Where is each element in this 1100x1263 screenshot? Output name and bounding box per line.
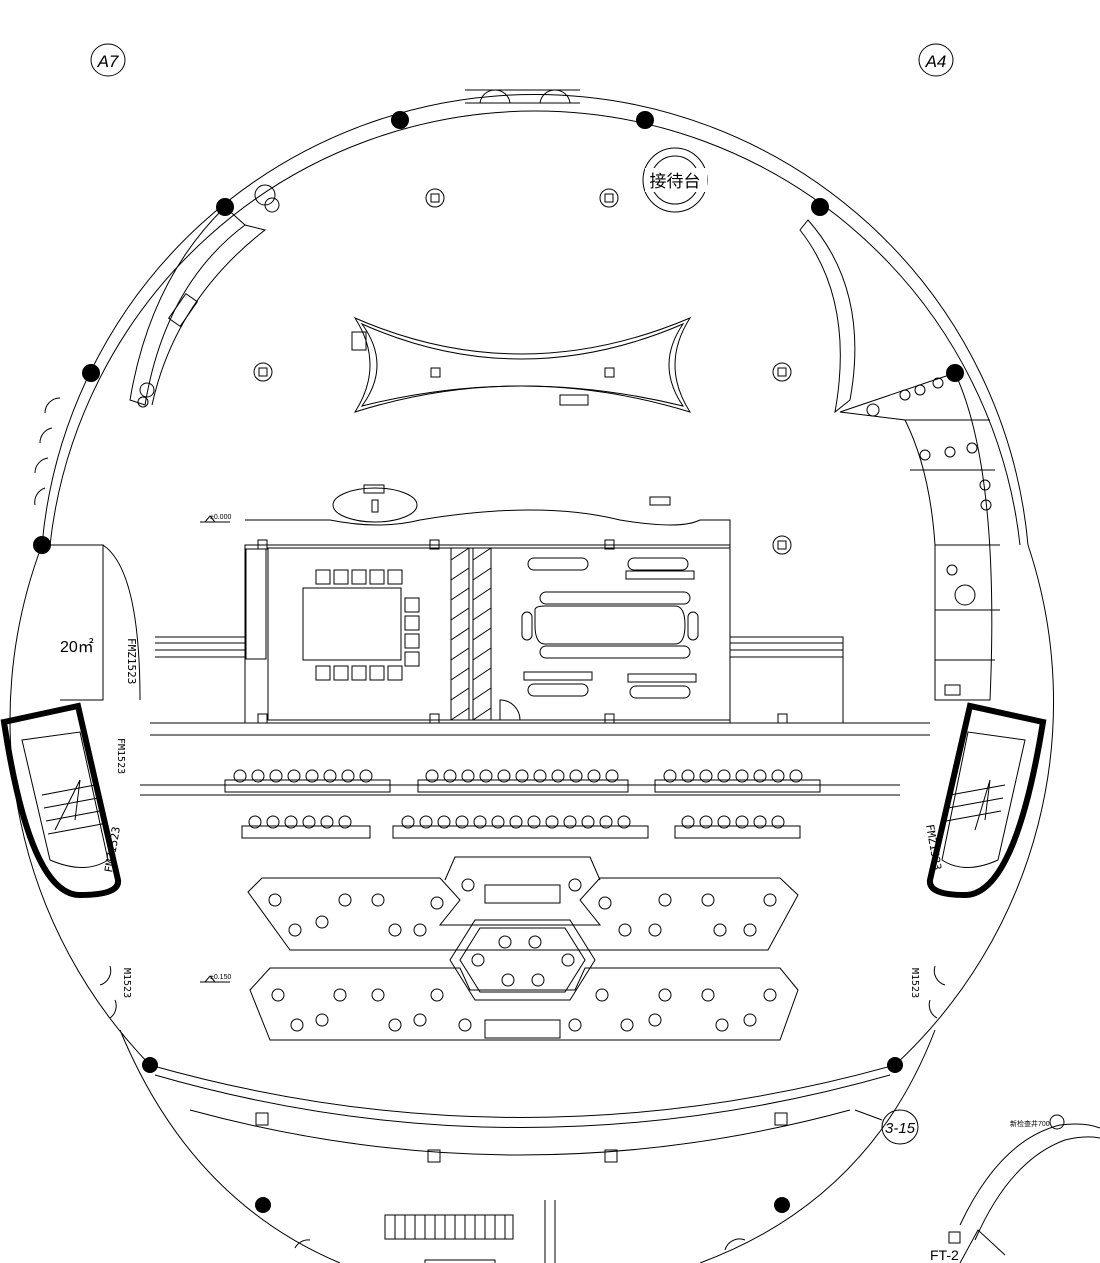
restroom-block — [839, 372, 1000, 701]
grid-marker-label: 3-15 — [885, 1120, 916, 1137]
central-island — [351, 316, 692, 413]
note-bottom-right: 新检查井 — [1010, 1119, 1038, 1128]
open-office-clusters — [247, 856, 799, 1041]
interior-columns — [253, 188, 792, 555]
left-curved-wall — [129, 184, 280, 408]
reception-desk: 接待台 — [642, 147, 708, 213]
workstation-rows — [224, 769, 821, 839]
structural-columns — [33, 111, 964, 1213]
outer-wall — [9, 93, 1055, 1263]
level-mark-lower-label: ±0.150 — [210, 974, 231, 981]
cluster-chairs — [268, 878, 777, 1032]
left-exterior-doors — [34, 397, 946, 1019]
area-label: 20㎡ — [60, 638, 94, 656]
meeting-rooms — [244, 484, 788, 724]
door-label-lower-left: M1523 — [121, 968, 132, 998]
axis-marker-a7-label: A7 — [97, 52, 119, 71]
left-small-room: 20㎡ FMZ1523 FM1523 — [50, 544, 141, 774]
note-bottom-right-value: 700 — [1038, 1121, 1050, 1128]
stair-left: FMZ1523 — [0, 702, 123, 899]
chairs-right-room — [521, 557, 699, 699]
chairs-row-2 — [248, 815, 785, 829]
side-corridors — [140, 636, 930, 796]
axis-marker-a7: A7 — [90, 43, 126, 77]
chairs-row-1 — [233, 769, 803, 783]
door-label-fm-small: FM1523 — [115, 738, 126, 774]
grid-marker-3-15: 3-15 — [854, 1109, 919, 1145]
door-label-fmz-upper: FMZ1523 — [125, 638, 138, 684]
bottom-area — [255, 1112, 788, 1263]
door-label-lower-right: M1523 — [909, 968, 920, 998]
level-mark-lower: ±0.150 — [200, 974, 231, 983]
level-mark-upper: ±0.000 — [200, 514, 231, 523]
axis-marker-a4-label: A4 — [925, 52, 947, 71]
elevator-label: FT-2 — [930, 1247, 959, 1263]
site-features: 新检查井 700 FT-2 — [930, 1114, 1100, 1263]
reception-label: 接待台 — [650, 172, 701, 191]
level-mark-upper-label: ±0.000 — [210, 514, 231, 521]
axis-marker-a4: A4 — [918, 43, 954, 77]
right-curved-wall — [799, 219, 856, 414]
top-entrance — [465, 89, 580, 104]
